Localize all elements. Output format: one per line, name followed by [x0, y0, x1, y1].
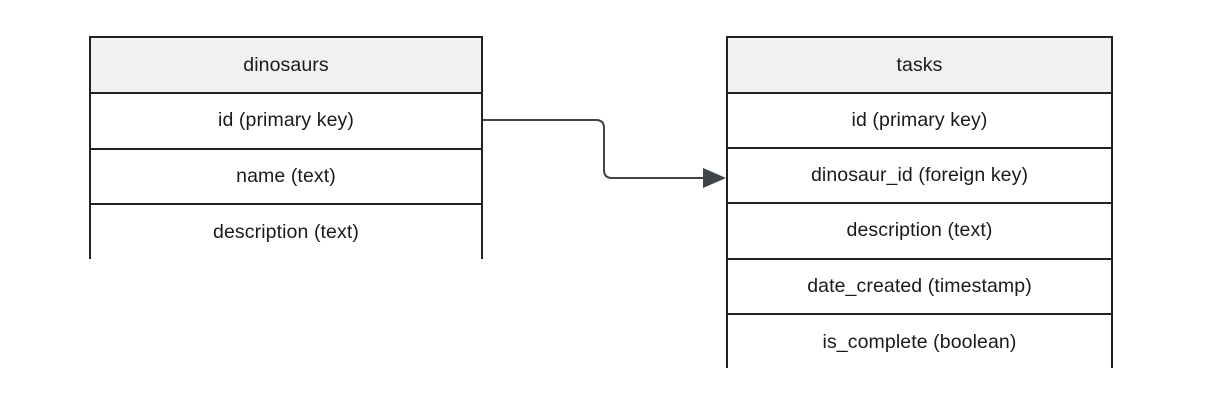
relationship-arrowhead-icon	[703, 168, 726, 188]
entity-tasks-field-id[interactable]: id (primary key)	[728, 94, 1111, 150]
entity-dinosaurs-field-name[interactable]: name (text)	[91, 149, 481, 206]
entity-dinosaurs-title: dinosaurs	[91, 38, 481, 94]
entity-tasks[interactable]: tasks id (primary key) dinosaur_id (fore…	[726, 36, 1113, 370]
entity-tasks-field-description[interactable]: description (text)	[728, 204, 1111, 260]
entity-dinosaurs-field-id[interactable]: id (primary key)	[91, 94, 481, 150]
entity-tasks-title: tasks	[728, 38, 1111, 94]
relationship-dinosaurs-id-to-tasks-dinosaur-id[interactable]	[483, 119, 726, 188]
entity-dinosaurs[interactable]: dinosaurs id (primary key) name (text) d…	[89, 36, 483, 261]
entity-tasks-field-date-created[interactable]: date_created (timestamp)	[728, 259, 1111, 315]
entity-tasks-field-is-complete[interactable]: is_complete (boolean)	[728, 314, 1111, 370]
entity-tasks-field-dinosaur-id[interactable]: dinosaur_id (foreign key)	[728, 149, 1111, 205]
entity-dinosaurs-field-description[interactable]: description (text)	[91, 205, 481, 261]
relationship-line	[483, 119, 720, 179]
